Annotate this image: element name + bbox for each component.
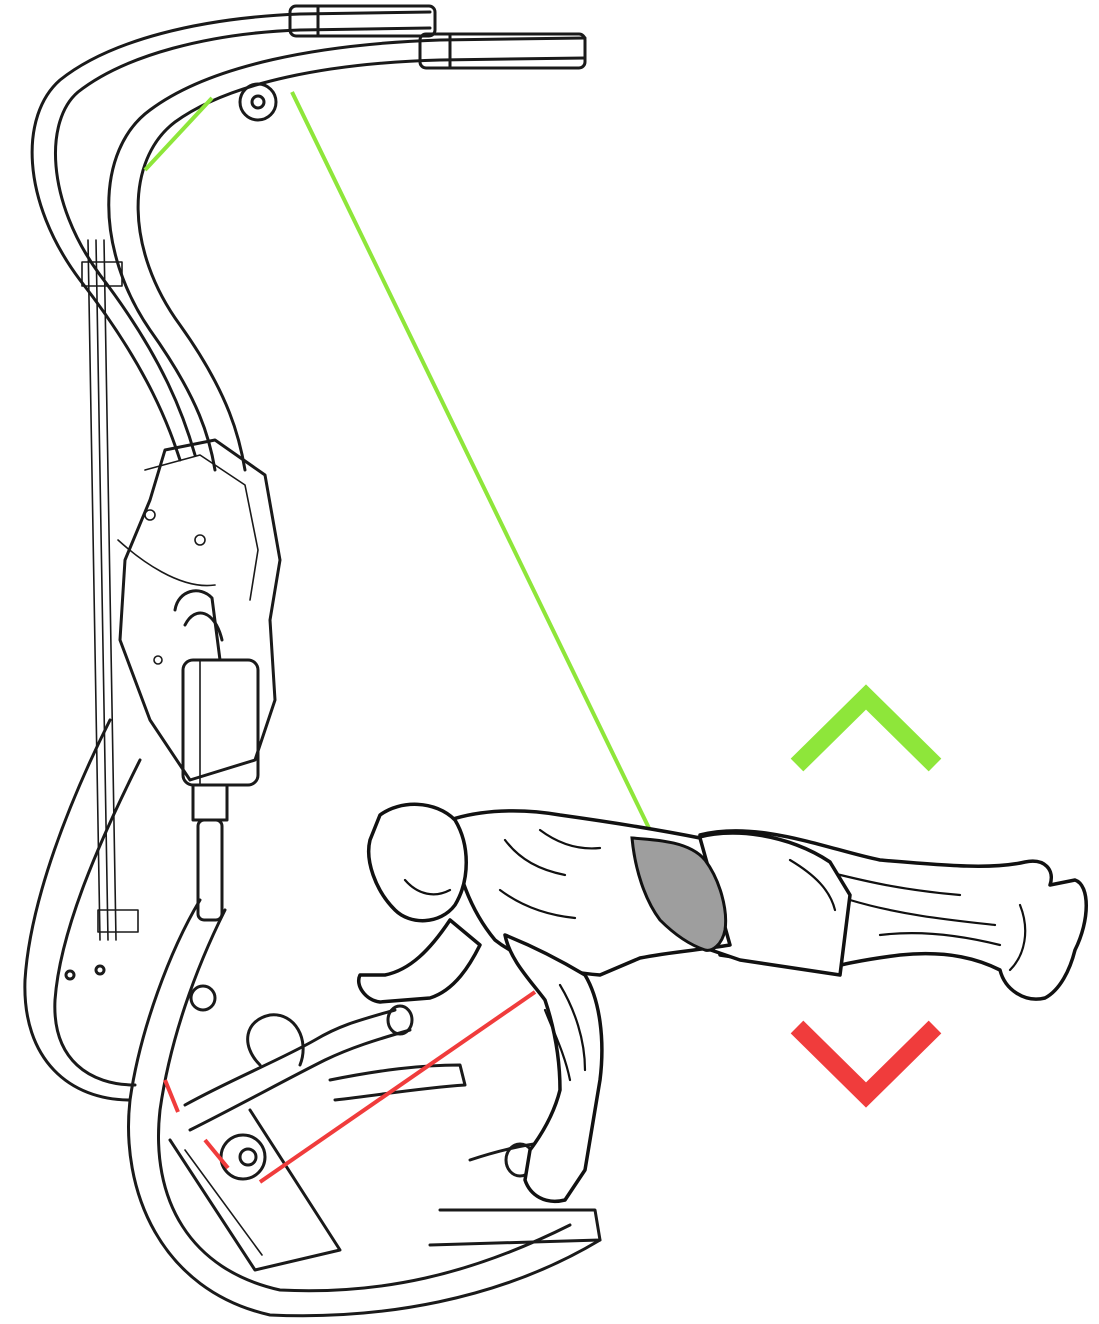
latissimus-dorsi-highlight — [630, 836, 728, 952]
cable-machine — [23, 4, 602, 1318]
down-cable — [163, 990, 537, 1184]
up-cable — [143, 91, 672, 864]
athlete-figure — [357, 802, 1088, 1203]
chevron-up-icon — [790, 684, 942, 772]
chevron-down-icon — [790, 1020, 942, 1108]
